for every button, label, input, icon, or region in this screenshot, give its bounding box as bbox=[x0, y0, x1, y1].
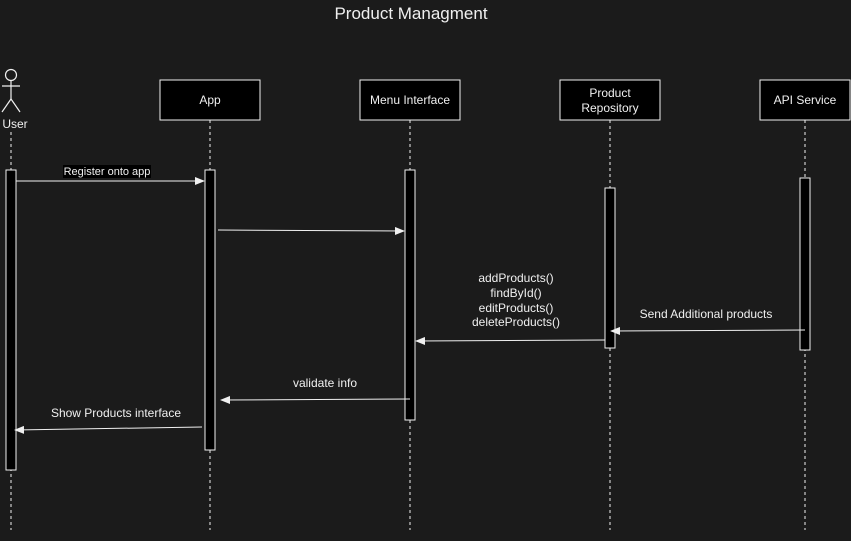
message-menu-to-app-arrow bbox=[220, 395, 411, 404]
message-repo-to-menu-arrow bbox=[415, 336, 606, 345]
message-register-label: Register onto app bbox=[64, 166, 151, 178]
user-actor-label: User bbox=[2, 117, 27, 131]
message-repo-op-4: deleteProducts() bbox=[472, 315, 560, 329]
message-app-to-user-arrow bbox=[14, 425, 203, 434]
activation-menu-interface bbox=[404, 169, 416, 421]
participant-product-repository: Product Repository bbox=[559, 79, 661, 121]
participant-product-repository-label-line2: Repository bbox=[581, 101, 638, 115]
message-show-products-label: Show Products interface bbox=[51, 406, 181, 420]
message-register-label-bg bbox=[63, 165, 151, 178]
activation-api-service bbox=[799, 177, 811, 351]
message-validate-label: validate info bbox=[293, 376, 357, 390]
message-api-to-repo-arrow bbox=[610, 326, 806, 335]
message-repo-op-3: editProducts() bbox=[479, 301, 554, 315]
participant-api-service-label: API Service bbox=[774, 93, 837, 107]
message-repo-op-2: findById() bbox=[490, 286, 541, 300]
activation-product-repository bbox=[604, 187, 616, 349]
message-app-to-menu-arrow bbox=[217, 226, 405, 235]
participant-menu-interface: Menu Interface bbox=[359, 79, 461, 121]
activation-user bbox=[5, 169, 17, 471]
activation-app bbox=[204, 169, 216, 451]
message-repo-op-1: addProducts() bbox=[478, 271, 553, 285]
participant-menu-interface-label: Menu Interface bbox=[370, 93, 450, 107]
participant-app: App bbox=[159, 79, 261, 121]
user-actor-icon bbox=[1, 68, 21, 113]
participant-app-label: App bbox=[199, 93, 221, 107]
participant-api-service: API Service bbox=[759, 79, 851, 121]
diagram-title: Product Managment bbox=[334, 4, 488, 23]
message-send-additional-label: Send Additional products bbox=[640, 307, 773, 321]
participant-product-repository-label-line1: Product bbox=[589, 86, 631, 100]
